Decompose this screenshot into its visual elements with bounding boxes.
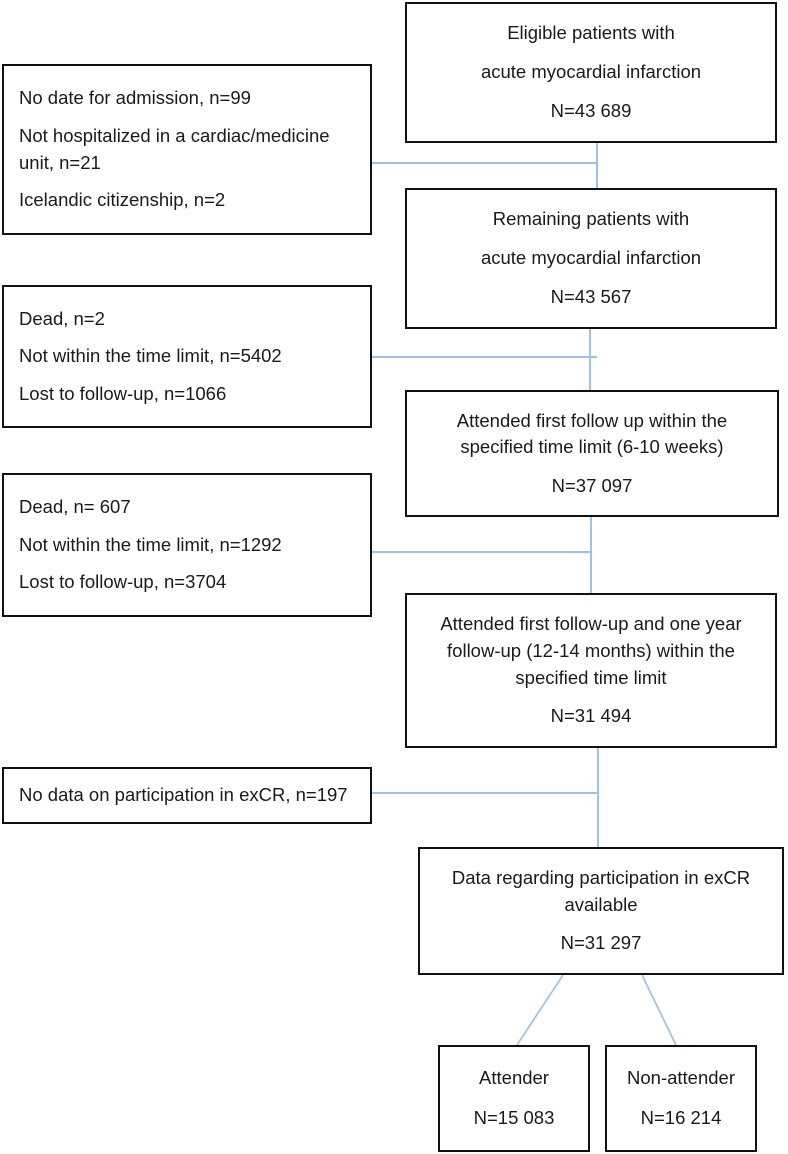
exclusion-item: Dead, n=2 [19, 307, 105, 329]
box-text-line: acute myocardial infarction [480, 61, 702, 83]
box-count: N=37 097 [551, 474, 633, 496]
box-exclusions-excr: No data on participation in exCR, n=197 [2, 767, 372, 824]
exclusion-item: No data on participation in exCR, n=197 [19, 784, 348, 806]
box-text-line: Attender [479, 1066, 549, 1088]
box-count: N=43 689 [550, 100, 632, 122]
exclusion-item: No date for admission, n=99 [19, 86, 251, 108]
box-count: N=16 214 [640, 1107, 722, 1129]
box-non-attender: Non-attender N=16 214 [605, 1045, 757, 1152]
box-count: N=43 567 [550, 286, 632, 308]
exclusion-item: Lost to follow-up, n=3704 [19, 571, 227, 593]
box-text-line: Data regarding participation in exCR ava… [451, 866, 751, 915]
box-text-line: Eligible patients with [507, 22, 675, 44]
box-exclusions-first-followup: Dead, n=2 Not within the time limit, n=5… [2, 285, 372, 428]
exclusion-item: Not within the time limit, n=1292 [19, 533, 282, 555]
box-count: N=31 297 [560, 932, 642, 954]
box-attended-one-year-followup: Attended first follow-up and one year fo… [405, 593, 777, 748]
box-count: N=31 494 [550, 705, 632, 727]
box-exclusions-one-year: Dead, n= 607 Not within the time limit, … [2, 473, 372, 617]
exclusion-item: Lost to follow-up, n=1066 [19, 382, 227, 404]
box-attended-first-followup: Attended first follow up within the spec… [405, 390, 779, 517]
box-excr-data-available: Data regarding participation in exCR ava… [418, 847, 784, 975]
box-count: N=15 083 [473, 1107, 555, 1129]
box-text-line: Non-attender [627, 1066, 735, 1088]
connector-excr-to-attender [516, 974, 564, 1046]
exclusion-item: Not within the time limit, n=5402 [19, 345, 282, 367]
exclusion-item: Icelandic citizenship, n=2 [19, 189, 226, 211]
box-text-line: Attended first follow-up and one year fo… [440, 612, 742, 688]
box-remaining-patients: Remaining patients with acute myocardial… [405, 188, 777, 329]
exclusion-item: Dead, n= 607 [19, 495, 131, 517]
box-text-line: Remaining patients with [492, 208, 690, 230]
box-attender: Attender N=15 083 [438, 1045, 590, 1152]
box-text-line: Attended first follow up within the spec… [456, 409, 728, 458]
exclusion-item: Not hospitalized in a cardiac/medicine u… [19, 124, 330, 173]
connector-excr-to-non-attender [641, 974, 677, 1046]
box-exclusions-admission: No date for admission, n=99 Not hospital… [2, 64, 372, 235]
box-eligible-patients: Eligible patients with acute myocardial … [405, 2, 777, 143]
box-text-line: acute myocardial infarction [480, 247, 702, 269]
